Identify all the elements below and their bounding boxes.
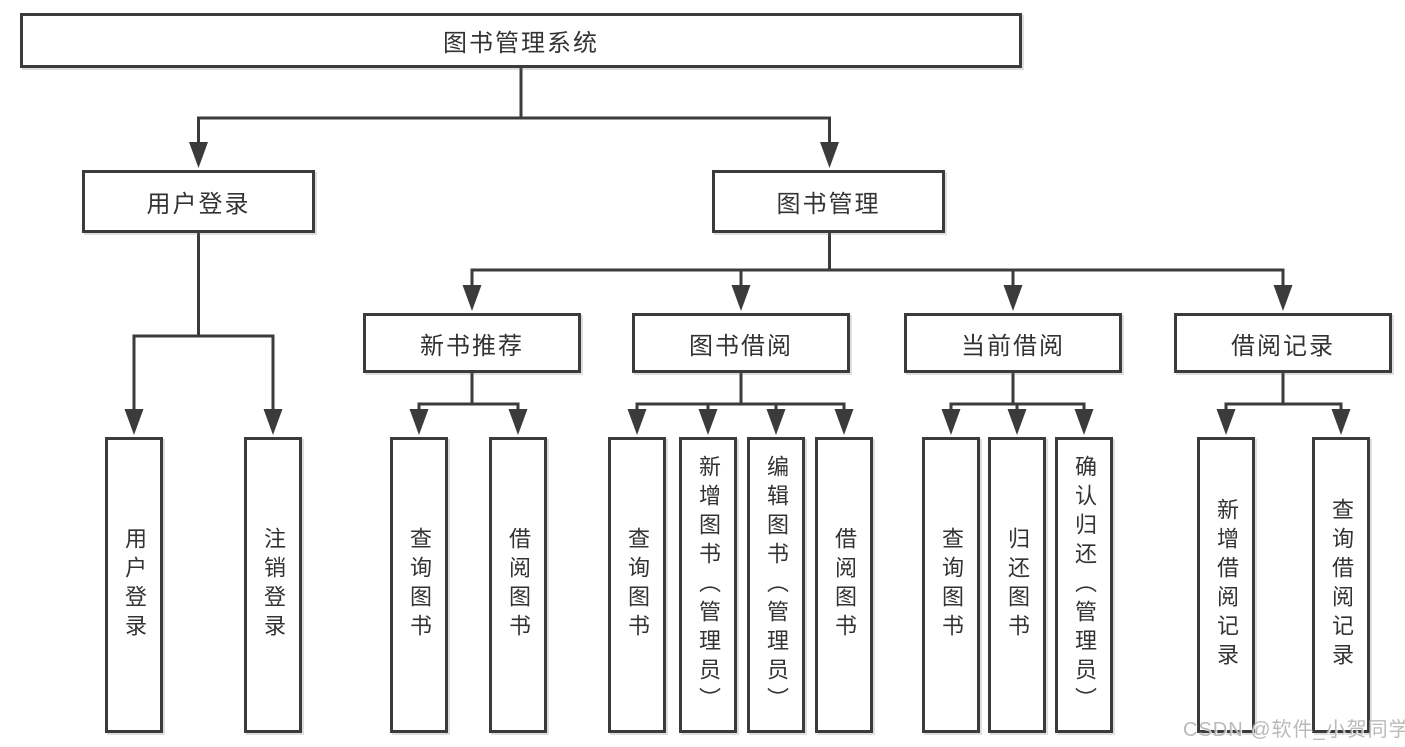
node-label: 确认归还（管理员）	[1072, 454, 1097, 716]
node-label: 借阅图书	[832, 527, 857, 643]
node-borrowing-records: 借阅记录	[1174, 313, 1392, 373]
node-user-login: 用户登录	[82, 170, 315, 233]
leaf-add-borrow-record: 新增借阅记录	[1197, 437, 1255, 733]
node-label: 图书管理系统	[443, 30, 599, 57]
csdn-watermark: CSDN @软件_小贺同学	[1183, 719, 1405, 741]
node-new-book-recommendation: 新书推荐	[363, 313, 581, 373]
leaf-confirm-return-admin: 确认归还（管理员）	[1055, 437, 1113, 733]
node-label: 新增借阅记录	[1214, 498, 1239, 672]
leaf-edit-books-admin: 编辑图书（管理员）	[747, 437, 805, 733]
leaf-query-books-borrowing: 查询图书	[608, 437, 666, 733]
node-label: 新增图书（管理员）	[696, 454, 721, 716]
node-label: 图书管理	[776, 191, 881, 218]
node-label: 当前借阅	[961, 332, 1065, 360]
node-label: 新书推荐	[420, 332, 524, 360]
node-library-management-system: 图书管理系统	[20, 13, 1022, 68]
leaf-add-books-admin: 新增图书（管理员）	[679, 437, 737, 733]
leaf-query-books-current: 查询图书	[922, 437, 980, 733]
node-label: 归还图书	[1005, 527, 1030, 643]
leaf-user-login: 用户登录	[105, 437, 163, 733]
node-label: 查询借阅记录	[1329, 498, 1354, 672]
leaf-borrow-books-recommendation: 借阅图书	[489, 437, 547, 733]
leaf-query-books-recommendation: 查询图书	[390, 437, 448, 733]
node-label: 用户登录	[146, 191, 251, 218]
node-current-borrowing: 当前借阅	[904, 313, 1122, 373]
node-label: 查询图书	[625, 527, 650, 643]
node-label: 查询图书	[407, 527, 432, 643]
node-label: 编辑图书（管理员）	[764, 454, 789, 716]
node-book-management: 图书管理	[712, 170, 945, 233]
node-label: 借阅记录	[1231, 332, 1335, 360]
node-label: 注销登录	[261, 527, 286, 643]
node-label: 借阅图书	[506, 527, 531, 643]
node-label: 查询图书	[939, 527, 964, 643]
arrowheads	[124, 142, 1351, 435]
leaf-logout: 注销登录	[244, 437, 302, 733]
node-book-borrowing: 图书借阅	[632, 313, 850, 373]
node-label: 用户登录	[122, 527, 147, 643]
leaf-query-borrow-record: 查询借阅记录	[1312, 437, 1370, 733]
node-label: 图书借阅	[689, 332, 793, 360]
leaf-borrow-books-borrowing: 借阅图书	[815, 437, 873, 733]
leaf-return-books: 归还图书	[988, 437, 1046, 733]
